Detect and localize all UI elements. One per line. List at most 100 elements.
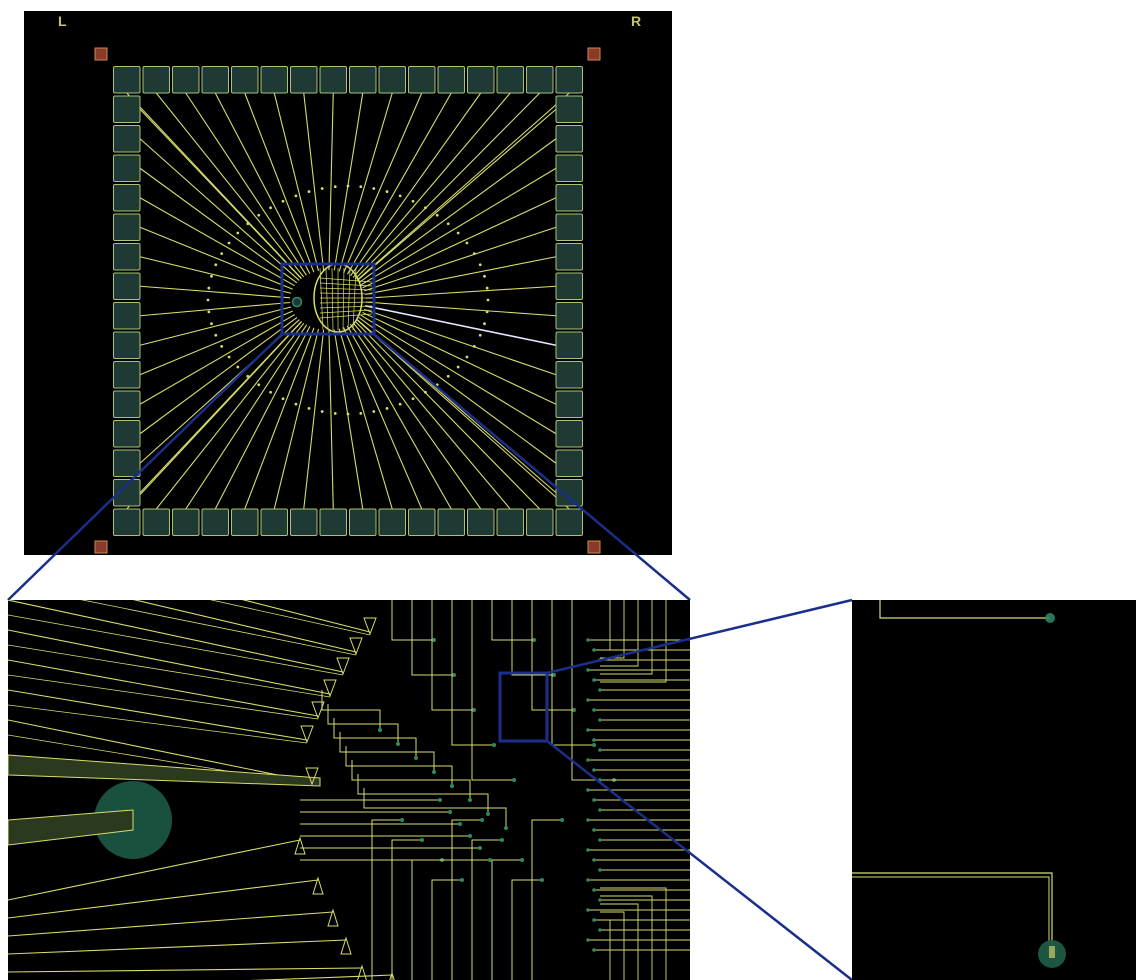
bond-pad xyxy=(467,508,495,536)
comb-trace xyxy=(600,903,639,980)
bond-pad xyxy=(467,66,495,94)
ring-electrode-dot xyxy=(346,412,350,416)
electrode-site xyxy=(586,908,590,912)
zoom-connectors-1 xyxy=(7,333,691,601)
electrode-site xyxy=(572,708,576,712)
radial-trace xyxy=(328,92,334,271)
ring-electrode-dot xyxy=(320,410,324,413)
ring-electrode-dot xyxy=(246,222,250,226)
bond-pad xyxy=(319,66,347,94)
electrode-site xyxy=(378,728,382,732)
bond-pad xyxy=(555,449,583,477)
bond-pad xyxy=(113,66,141,94)
electrode-site xyxy=(414,756,418,760)
radial-trace xyxy=(139,316,298,435)
electrode-site xyxy=(450,784,454,788)
ring-electrode-dot xyxy=(214,333,218,337)
electrode-site xyxy=(592,828,596,832)
electrode-site xyxy=(586,938,590,942)
bond-pad xyxy=(349,508,377,536)
electrode-lead xyxy=(531,819,562,980)
electrode-site xyxy=(592,678,596,682)
ring-electrode-dot xyxy=(220,252,224,256)
ring-electrode-dot xyxy=(359,185,363,189)
bond-pad xyxy=(113,302,141,330)
ring-electrode-dot xyxy=(227,355,231,359)
radial-trace xyxy=(155,92,305,278)
radial-trace xyxy=(139,301,291,317)
bond-pad xyxy=(260,508,288,536)
wedge-taper xyxy=(294,836,306,855)
electrode-site xyxy=(586,698,590,702)
feed-line xyxy=(8,704,308,744)
bond-pad xyxy=(142,66,170,94)
center-cluster-line xyxy=(319,277,373,283)
electrode-site xyxy=(598,748,602,752)
bond-pad xyxy=(555,390,583,418)
electrode-lead xyxy=(471,600,514,781)
ring-electrode-dot xyxy=(424,390,427,394)
radial-trace xyxy=(358,317,557,464)
ring-electrode-dot xyxy=(398,402,402,406)
bond-pad xyxy=(113,361,141,389)
radial-trace xyxy=(350,92,482,277)
feed-line xyxy=(8,839,301,901)
electrode-site xyxy=(420,838,424,842)
electrode-site xyxy=(598,928,602,932)
ring-electrode-dot xyxy=(478,333,482,337)
electrode-site xyxy=(592,798,596,802)
bond-pad xyxy=(172,66,200,94)
bond-pad xyxy=(408,66,436,94)
ring-electrode-dot xyxy=(281,397,285,401)
electrode-site xyxy=(480,818,484,822)
electrode-site xyxy=(592,918,596,922)
bond-pad xyxy=(555,95,583,123)
ring-electrode-dot xyxy=(214,263,218,267)
bond-pad xyxy=(201,508,229,536)
comb-trace xyxy=(600,600,653,675)
bond-pad xyxy=(555,66,583,94)
electrode-lead xyxy=(451,819,482,980)
electrode-site xyxy=(452,673,456,677)
bond-pad xyxy=(378,508,406,536)
ring-electrode-dot xyxy=(486,298,490,302)
radial-trace xyxy=(185,92,307,276)
electrode-lead xyxy=(431,600,474,711)
bond-pad xyxy=(290,66,318,94)
ring-electrode-dot xyxy=(483,322,486,326)
radial-trace xyxy=(139,256,292,294)
radial-trace xyxy=(358,138,557,284)
electrode-site xyxy=(592,948,596,952)
electrode-site xyxy=(592,738,596,742)
radial-traces xyxy=(126,92,570,510)
wedge-taper xyxy=(327,908,339,927)
wedge-taper xyxy=(311,701,325,720)
ring-electrode-dot xyxy=(307,190,311,193)
ring-electrode-dot xyxy=(465,355,469,359)
ring-electrode-dot xyxy=(227,241,231,245)
bond-pad xyxy=(555,479,583,507)
bond-pad xyxy=(555,508,583,536)
ring-electrode-dot xyxy=(333,185,337,189)
zoom-box-1 xyxy=(280,262,376,336)
center-cluster-line xyxy=(342,267,345,331)
radial-trace xyxy=(338,328,393,510)
bond-pads xyxy=(113,66,583,536)
electrode-site xyxy=(598,838,602,842)
ring-electrode-dot xyxy=(372,187,376,190)
radial-trace xyxy=(364,226,557,292)
radial-trace xyxy=(352,322,511,510)
zoom-connector-bottom xyxy=(546,740,853,980)
electrode-lead xyxy=(471,839,502,980)
detail-zoom-panel xyxy=(852,600,1136,980)
center-cluster-line xyxy=(352,267,357,331)
radial-trace xyxy=(354,320,541,510)
bond-pad xyxy=(260,66,288,94)
bond-pad xyxy=(113,243,141,271)
feed-line xyxy=(8,939,347,955)
ring-electrode-dot xyxy=(207,310,211,314)
electrode-lead xyxy=(371,819,402,980)
zoom-connector-top xyxy=(546,598,853,675)
radial-trace xyxy=(139,310,293,376)
